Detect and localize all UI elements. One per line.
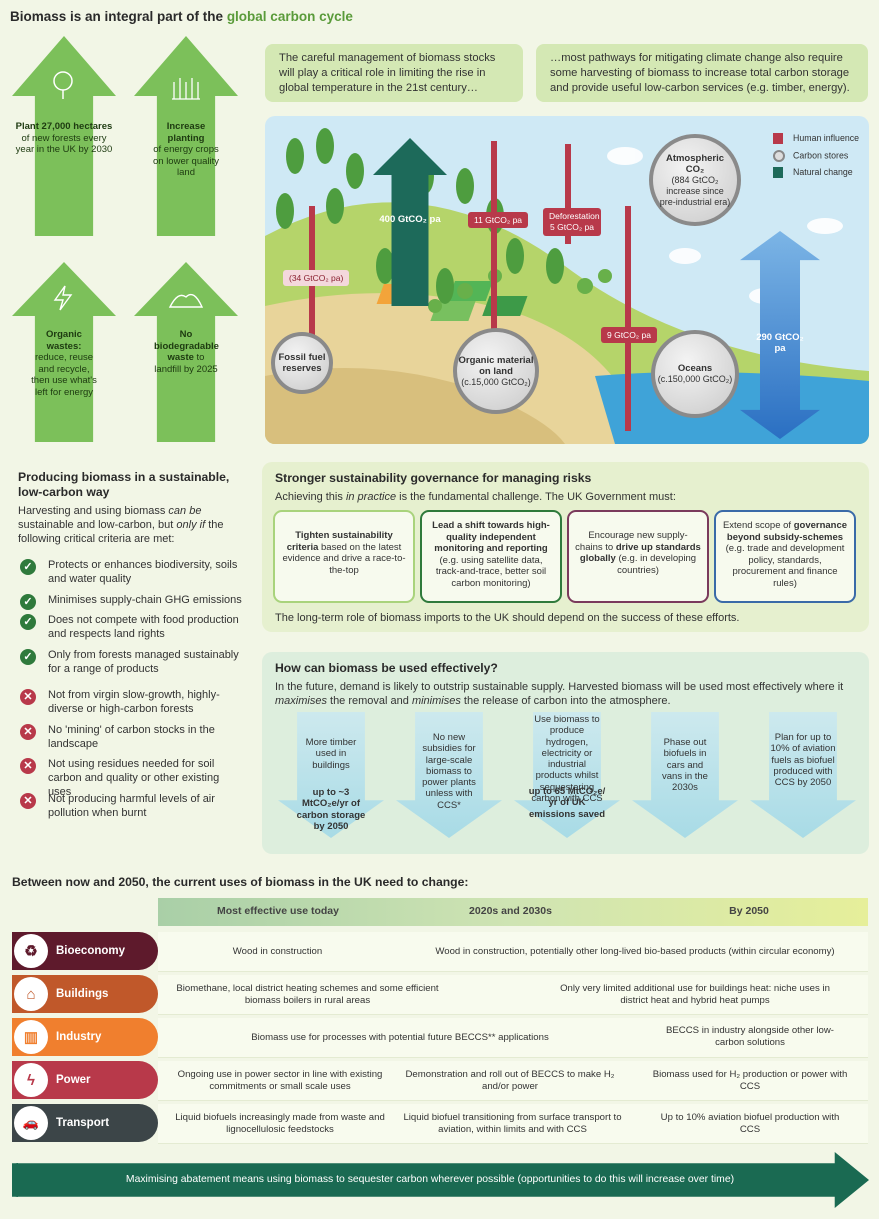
- banner-cap: [12, 1163, 18, 1197]
- use-bold-timber: up to ~3 MtCO₂e/yr of carbon storage by …: [296, 787, 366, 832]
- legend: Human influence Carbon stores Natural ch…: [773, 133, 859, 184]
- car-icon: 🚗: [14, 1106, 48, 1140]
- cell-buildings-now: Biomethane, local district heating schem…: [176, 983, 439, 1006]
- fossil-arrow: [309, 206, 315, 376]
- table-row: [158, 932, 868, 972]
- cell-transport-2050: Up to 10% aviation biofuel production wi…: [660, 1112, 840, 1135]
- arrow-text-wastes: Organic wastes: reduce, reuse and recycl…: [31, 329, 97, 398]
- carbon-cycle-illustration: 400 GtCO₂ pa (34 GtCO₂ pa) 11 GtCO₂ pa D…: [265, 116, 869, 444]
- legend-store-swatch: [773, 150, 785, 162]
- criteria-yes-1: ✓Protects or enhances biodiversity, soil…: [20, 558, 245, 586]
- cell-bioeconomy-today: Wood in construction: [232, 946, 323, 957]
- cell-power-2020s: Demonstration and roll out of BECCS to m…: [405, 1069, 615, 1092]
- factory-icon: ▥: [14, 1020, 48, 1054]
- table-row: [158, 975, 868, 1015]
- governance-footer: The long-term role of biomass imports to…: [275, 612, 740, 624]
- fossil-flow-label: (34 GtCO₂ pa): [283, 270, 350, 286]
- crops-icon: [172, 78, 200, 100]
- cell-transport-today: Liquid biofuels increasingly made from w…: [175, 1112, 385, 1135]
- table-heading: Between now and 2050, the current uses o…: [12, 875, 469, 889]
- legend-human-swatch: [773, 133, 783, 145]
- row-label-buildings: ⌂Buildings: [12, 975, 158, 1013]
- power-icon: ϟ: [14, 1063, 48, 1097]
- criteria-yes-2: ✓Minimises supply-chain GHG emissions: [20, 593, 245, 610]
- producing-heading: Producing biomass in a sustainable, low-…: [18, 470, 230, 499]
- deforestation-label: Deforestation 5 GtCO₂ pa: [543, 208, 601, 236]
- col-header-2020s: 2020s and 2030s: [469, 905, 552, 917]
- governance-box-monitoring: Lead a shift towards high-quality indepe…: [420, 510, 562, 603]
- criteria-no-1: ✕Not from virgin slow-growth, highly-div…: [20, 688, 245, 716]
- cell-industry-now: Biomass use for processes with potential…: [251, 1032, 549, 1043]
- organic-store: Organic material on land(c.15,000 GtCO₂): [453, 328, 539, 414]
- row-label-industry: ▥Industry: [12, 1018, 158, 1056]
- landfill-icon: [168, 293, 204, 308]
- criteria-no-4: ✕Not producing harmful levels of air pol…: [20, 792, 245, 820]
- col-header-2050: By 2050: [729, 905, 769, 917]
- page-title: Biomass is an integral part of the globa…: [10, 9, 353, 24]
- house-icon: ⌂: [14, 977, 48, 1011]
- legend-natural-swatch: [773, 167, 783, 179]
- cell-industry-2050: BECCS in industry alongside other low-ca…: [666, 1025, 834, 1048]
- governance-box-standards: Encourage new supply-chains to drive up …: [567, 510, 709, 603]
- banner-text: Maximising abatement means using biomass…: [125, 1174, 735, 1185]
- row-label-bioeconomy: ♻Bioeconomy: [12, 932, 158, 970]
- ocean-flow-label: 290 GtCO₂ pa: [756, 332, 804, 354]
- governance-heading: Stronger sustainability governance for m…: [275, 471, 592, 485]
- recycle-icon: ♻: [14, 934, 48, 968]
- use-text-hydrogen: Use biomass to produce hydrogen, electri…: [531, 714, 603, 805]
- cell-power-2050: Biomass used for H₂ production or power …: [652, 1069, 848, 1092]
- lightning-icon: [53, 285, 73, 311]
- table-row: [158, 1104, 868, 1144]
- effective-intro: In the future, demand is likely to outst…: [275, 681, 844, 707]
- ocean-small-flow-label: 9 GtCO₂ pa: [601, 327, 657, 343]
- fossil-store: Fossil fuel reserves: [271, 332, 333, 394]
- arrow-text-landfill: No biodegradable waste to landfill by 20…: [154, 329, 219, 375]
- criteria-no-2: ✕No 'mining' of carbon stocks in the lan…: [20, 723, 245, 751]
- tree-icon: [53, 71, 73, 99]
- table-header-band: [158, 898, 868, 926]
- criteria-no-3: ✕Not using residues needed for soil carb…: [20, 757, 245, 799]
- forest-flow-label: 400 GtCO₂ pa: [379, 214, 441, 225]
- use-text-biofuels: Phase out biofuels in cars and vans in t…: [662, 737, 708, 794]
- quote-management: The careful management of biomass stocks…: [265, 44, 523, 102]
- deforestation-arrow: [565, 144, 571, 244]
- use-text-timber: More timber used in buildings: [305, 737, 357, 771]
- effective-heading: How can biomass be used effectively?: [275, 661, 498, 675]
- criteria-yes-3: ✓Does not compete with food production a…: [20, 613, 245, 641]
- criteria-yes-4: ✓Only from forests managed sustainably f…: [20, 648, 245, 676]
- governance-intro: Achieving this in practice is the fundam…: [275, 491, 676, 503]
- cell-transport-2020s: Liquid biofuel transitioning from surfac…: [403, 1112, 622, 1135]
- governance-box-criteria: Tighten sustainability criteria based on…: [273, 510, 415, 603]
- quote-pathways: …most pathways for mitigating climate ch…: [536, 44, 868, 102]
- oceans-store: Oceans(c.150,000 GtCO₂): [651, 330, 739, 418]
- atmospheric-store: Atmospheric CO₂(884 GtCO₂ increase since…: [649, 134, 741, 226]
- table-row: [158, 1061, 868, 1101]
- use-bold-hydrogen: up to 65 MtCO₂e/ yr of UK emissions save…: [528, 786, 606, 820]
- land-arrow: [491, 141, 497, 351]
- use-text-subsidies: No new subsidies for large-scale biomass…: [422, 732, 476, 811]
- cell-bioeconomy-future: Wood in construction, potentially other …: [435, 946, 835, 957]
- table-row: [158, 1018, 868, 1058]
- ocean-small-arrow: [625, 206, 631, 431]
- cell-power-today: Ongoing use in power sector in line with…: [177, 1069, 383, 1092]
- use-text-aviation: Plan for up to 10% of aviation fuels as …: [770, 732, 836, 789]
- land-flow-label: 11 GtCO₂ pa: [468, 212, 529, 228]
- cell-buildings-2050: Only very limited additional use for bui…: [560, 983, 830, 1006]
- col-header-today: Most effective use today: [217, 905, 339, 917]
- row-label-transport: 🚗Transport: [12, 1104, 158, 1142]
- governance-box-scope: Extend scope of governance beyond subsid…: [714, 510, 856, 603]
- producing-intro: Harvesting and using biomass can be sust…: [18, 505, 224, 545]
